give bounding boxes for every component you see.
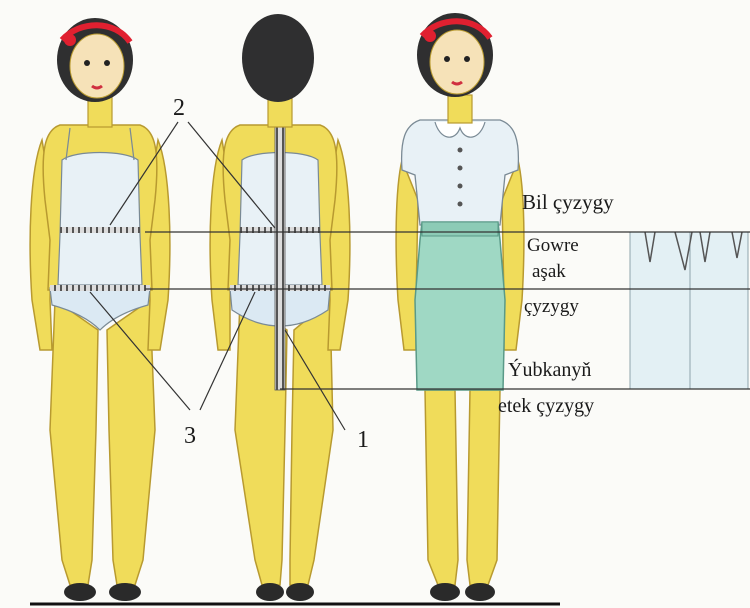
hip-line-label-1: Gowre xyxy=(527,236,579,255)
hip-line-label-2: aşak xyxy=(532,262,566,281)
figure-front xyxy=(30,18,170,601)
hem-line-label-1: Ýubkanyň xyxy=(508,360,591,380)
hip-line-label-3: çyzygy xyxy=(524,297,579,316)
callout-3: 3 xyxy=(184,424,196,448)
hem-line-label-2: etek çyzygy xyxy=(498,396,594,416)
figure-back xyxy=(210,14,350,601)
vertical-tape xyxy=(275,115,285,390)
waist-line-label: Bil çyzygy xyxy=(522,192,614,213)
figure-dressed xyxy=(396,13,524,601)
callout-2: 2 xyxy=(173,96,185,120)
callout-1: 1 xyxy=(357,428,369,452)
skirt-pattern xyxy=(630,232,748,389)
